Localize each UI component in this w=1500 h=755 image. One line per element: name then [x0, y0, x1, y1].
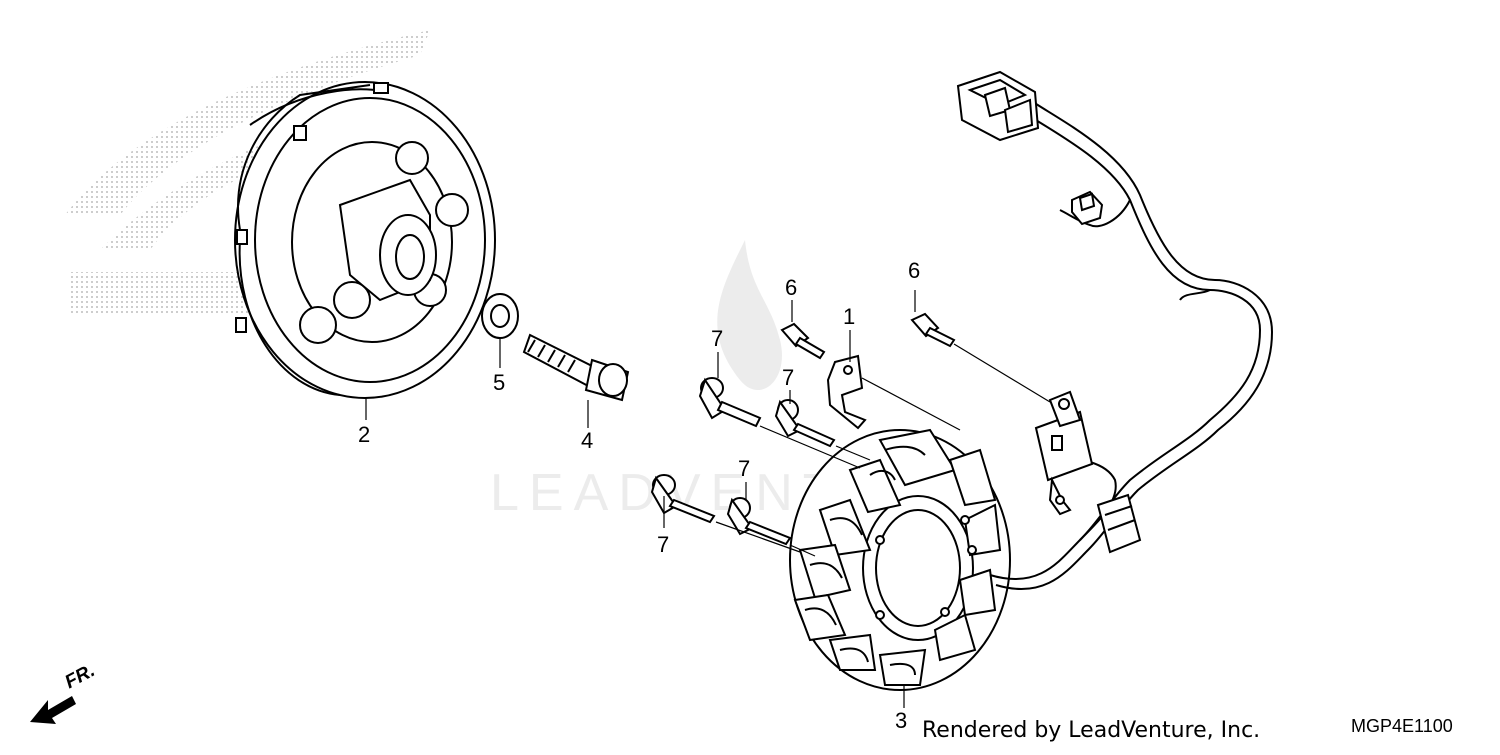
callout-part-6-left: 6: [785, 275, 797, 300]
bracket-part-1[interactable]: [826, 354, 867, 430]
socket-bolt-part-7-d[interactable]: [726, 497, 792, 546]
flange-bolt-part-4[interactable]: [522, 333, 630, 402]
callout-part-7-b: 7: [782, 365, 794, 390]
flywheel-part-2[interactable]: [234, 81, 496, 399]
callout-part-7-d: 7: [738, 456, 750, 481]
stator-part-3[interactable]: [282, 0, 1011, 691]
coupler-main[interactable]: [956, 70, 1040, 142]
diagram-code: MGP4E1100: [1351, 716, 1453, 736]
callout-part-7-c: 7: [657, 532, 669, 557]
front-direction-arrow-icon: [30, 696, 76, 724]
bolt-part-6-right[interactable]: [910, 312, 956, 348]
grommet[interactable]: [1096, 493, 1142, 554]
socket-bolt-part-7-c[interactable]: [650, 474, 716, 524]
washer-part-5[interactable]: [481, 293, 519, 339]
callout-part-6-right: 6: [908, 258, 920, 283]
callout-part-3: 3: [895, 708, 907, 733]
callout-part-4: 4: [581, 428, 593, 453]
socket-bolt-part-7-a[interactable]: [698, 377, 762, 428]
render-credit: Rendered by LeadVenture, Inc.: [922, 718, 1261, 743]
bolt-part-6-left[interactable]: [780, 322, 826, 360]
pulse-generator[interactable]: [1034, 390, 1094, 516]
socket-bolt-part-7-b[interactable]: [774, 399, 836, 448]
callout-part-2: 2: [358, 422, 370, 447]
callout-part-1: 1: [843, 304, 855, 329]
assembly-lines: [365, 290, 1051, 708]
callout-part-5: 5: [493, 370, 505, 395]
coupler-small[interactable]: [1071, 190, 1104, 226]
callout-part-7-a: 7: [711, 326, 723, 351]
wiring-harness[interactable]: [989, 99, 1274, 591]
